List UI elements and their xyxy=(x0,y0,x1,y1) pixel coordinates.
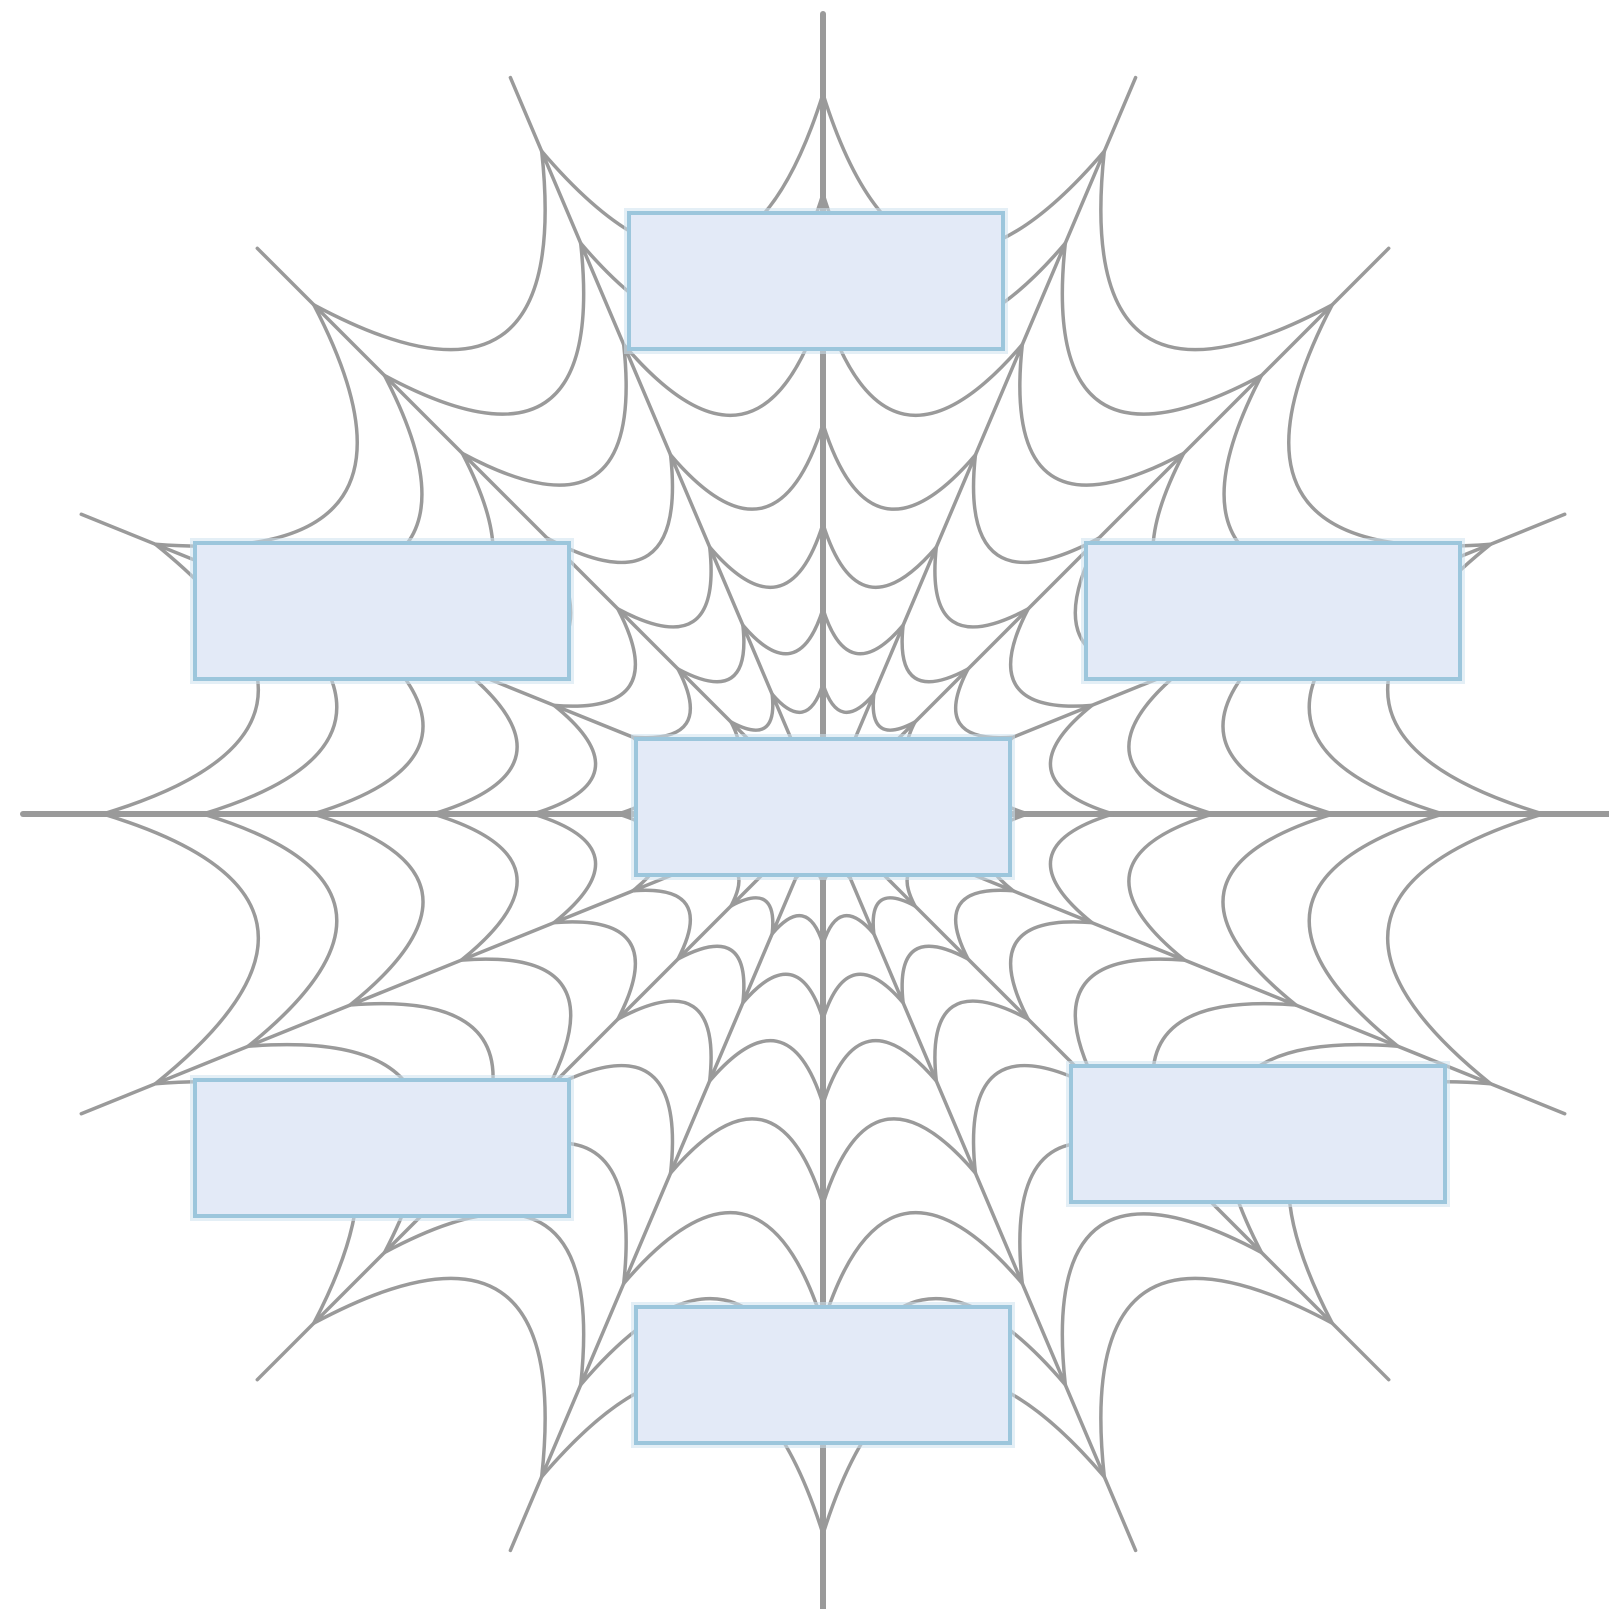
web-ring-strand xyxy=(1289,305,1491,546)
text-box-bottom-right[interactable] xyxy=(1069,1064,1447,1204)
web-ring-strand xyxy=(618,1001,711,1081)
web-ring-strand xyxy=(710,524,823,587)
web-ring-strand xyxy=(618,547,711,627)
web-ring-strand xyxy=(314,1278,545,1476)
web-ring-strand xyxy=(313,814,423,1005)
web-ring-strand xyxy=(554,922,635,1019)
web-ring-strand xyxy=(678,946,744,1002)
text-box-bottom[interactable] xyxy=(634,1305,1012,1445)
web-ring-strand xyxy=(956,669,1013,738)
web-ring-strand xyxy=(710,1041,823,1104)
web-ring-strand xyxy=(873,898,915,934)
web-ring-strand xyxy=(533,814,596,923)
web-ring-strand xyxy=(1050,705,1113,814)
web-ring-strand xyxy=(823,1119,975,1204)
web-ring-strand xyxy=(935,1001,1028,1081)
web-ring-strand xyxy=(902,625,968,681)
web-ring-strand xyxy=(1101,151,1332,349)
web-ring-strand xyxy=(743,609,823,654)
web-ring-strand xyxy=(433,814,517,960)
text-box-bottom-left[interactable] xyxy=(193,1078,571,1218)
text-box-center[interactable] xyxy=(634,737,1012,877)
web-ring-strand xyxy=(1388,814,1543,1084)
web-ring-strand xyxy=(203,814,337,1046)
web-ring-strand xyxy=(731,694,773,730)
web-ring-strand xyxy=(103,814,258,1084)
web-ring-strand xyxy=(1062,243,1261,414)
web-ring-strand xyxy=(1309,814,1443,1046)
text-box-right[interactable] xyxy=(1084,541,1462,681)
web-ring-strand xyxy=(935,547,1028,627)
web-ring-strand xyxy=(385,1214,584,1385)
web-ring-strand xyxy=(461,959,570,1090)
web-ring-strand xyxy=(731,898,773,934)
web-ring-strand xyxy=(1223,814,1333,1005)
web-ring-strand xyxy=(678,625,744,681)
web-ring-strand xyxy=(1050,814,1113,923)
web-ring-strand xyxy=(873,694,915,730)
web-ring-strand xyxy=(956,890,1013,959)
web-ring-strand xyxy=(1129,814,1213,960)
web-ring-strand xyxy=(385,243,584,414)
web-ring-strand xyxy=(1101,1278,1332,1476)
web-ring-strand xyxy=(671,1119,823,1204)
text-box-top[interactable] xyxy=(627,211,1005,351)
web-ring-strand xyxy=(823,609,903,654)
web-ring-strand xyxy=(533,705,596,814)
web-ring-strand xyxy=(823,1041,936,1104)
web-ring-strand xyxy=(671,424,823,509)
web-ring-strand xyxy=(1062,1214,1261,1385)
web-ring-strand xyxy=(1011,609,1092,706)
web-ring-strand xyxy=(823,524,936,587)
web-ring-strand xyxy=(633,890,690,959)
web-ring-strand xyxy=(823,424,975,509)
web-ring-strand xyxy=(823,974,903,1019)
web-ring-strand xyxy=(974,455,1099,562)
web-spoke xyxy=(823,78,1136,814)
web-spoke xyxy=(510,78,823,814)
web-ring-strand xyxy=(1129,668,1213,814)
web-ring-strand xyxy=(433,668,517,814)
web-ring-strand xyxy=(743,974,823,1019)
web-ring-strand xyxy=(902,946,968,1002)
text-box-left[interactable] xyxy=(193,541,571,681)
web-ring-strand xyxy=(155,305,357,546)
web-ring-strand xyxy=(1011,922,1092,1019)
web-ring-strand xyxy=(314,151,545,349)
web-ring-strand xyxy=(633,669,690,738)
